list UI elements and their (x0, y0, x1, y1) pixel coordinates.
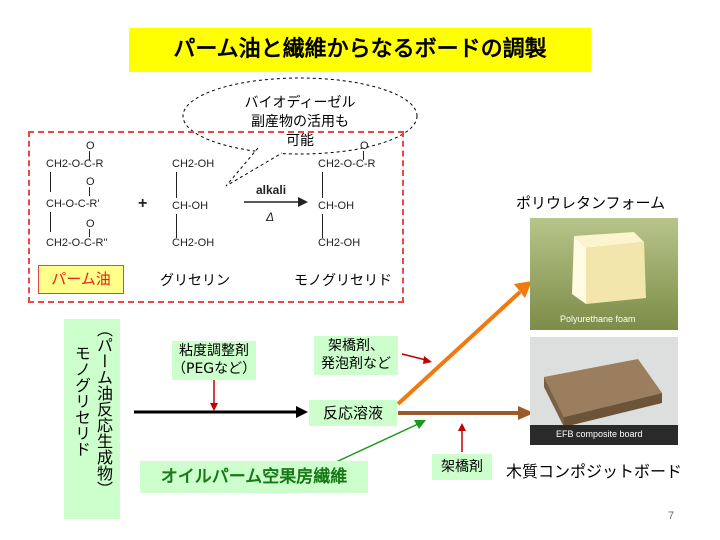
double-bond-1 (89, 151, 90, 160)
palm-oil-label: パーム油 (38, 265, 124, 294)
double-bond-2 (89, 187, 90, 196)
board-photo-label: EFB composite board (556, 429, 643, 439)
gly-bond-2 (176, 214, 177, 238)
main-flow-head (296, 406, 308, 418)
vertical-paren-label: （パーム油反応生成物） (94, 321, 113, 497)
catalyst-label: alkali (256, 183, 287, 197)
bubble-line-3: 可能 (286, 133, 314, 149)
gly-row-1: CH2-OH (172, 158, 215, 170)
board-title: 木質コンポジットボード (506, 462, 683, 481)
monoglyceride-label: モノグリセリド (294, 273, 392, 289)
crosslink-box: 架橋剤 (432, 454, 492, 480)
carbonyl-o-2: O (86, 176, 95, 188)
tri-row-3: CH2-O-C-R" (46, 237, 108, 249)
board-photo: EFB composite board (530, 337, 678, 445)
glycerin-structure: CH2-OH CH-OH CH2-OH (172, 140, 242, 260)
board-flow-head (518, 406, 534, 420)
foam-additive-arrow-head (423, 356, 432, 364)
foam-additive-box: 架橋剤、 発泡剤など (314, 336, 398, 375)
gly-bond-1 (176, 172, 177, 198)
mono-row-2: CH-OH (318, 200, 355, 212)
fiber-arrow-line (335, 423, 419, 463)
glycerin-label: グリセリン (160, 273, 230, 289)
reaction-box (28, 131, 404, 303)
oil-palm-fiber-box: オイルパーム空果房繊維 (140, 461, 368, 493)
reaction-arrow (244, 197, 308, 207)
reaction-liquid-box: 反応溶液 (309, 400, 397, 426)
tri-row-1: CH2-O-C-R (46, 158, 104, 170)
viscosity-arrow-head (210, 403, 218, 411)
mono-row-1: CH2-O-C-R (318, 158, 376, 170)
foam-photo: Polyurethane foam (530, 218, 678, 330)
bubble-text: バイオディーゼル 副産物の活用も 可能 (200, 94, 400, 151)
page-title: パーム油と繊維からなるボードの調製 (129, 28, 591, 72)
bubble-line-1: バイオディーゼル (244, 95, 356, 111)
mono-double-bond (363, 151, 364, 160)
page-number: 7 (668, 510, 675, 522)
carbonyl-o-1: O (86, 140, 95, 152)
foam-additive-line-1: 架橋剤、 (328, 338, 384, 354)
plus-sign: + (138, 195, 148, 212)
board-image (530, 337, 678, 445)
viscosity-line-1: 粘度調整剤 (179, 343, 249, 359)
carbonyl-o-3: O (86, 218, 95, 230)
monoglyceride-structure: O CH2-O-C-R CH-OH CH2-OH (318, 140, 398, 260)
crosslink-arrow-head (458, 423, 466, 431)
foam-block-image (530, 218, 678, 330)
foam-flow-head (514, 281, 532, 298)
vertical-main-label: モノグリセリド (72, 345, 91, 457)
triglyceride-structure: O CH2-O-C-R O CH-O-C-R' O CH2-O-C-R" (44, 140, 144, 260)
gly-row-3: CH2-OH (172, 237, 215, 249)
fiber-arrow-head (414, 420, 426, 429)
viscosity-line-2: （PEGなど） (172, 361, 257, 377)
mono-bond-1 (322, 172, 323, 198)
monoglyceride-source-box: （パーム油反応生成物） モノグリセリド (64, 319, 120, 519)
double-bond-3 (89, 229, 90, 237)
gly-row-2: CH-OH (172, 200, 209, 212)
tri-row-2: CH-O-C-R' (46, 198, 100, 210)
bond-line-1 (50, 172, 51, 192)
speech-bubble (182, 77, 418, 187)
bubble-line-2: 副産物の活用も (251, 114, 349, 130)
mono-carbonyl-o: O (360, 140, 369, 152)
mono-row-3: CH2-OH (318, 237, 361, 249)
foam-additive-arrow-line (401, 353, 427, 361)
bond-line-2 (50, 212, 51, 232)
viscosity-modifier-box: 粘度調整剤 （PEGなど） (172, 341, 256, 380)
foam-title: ポリウレタンフォーム (516, 194, 666, 212)
heat-label: Δ (266, 210, 275, 224)
mono-bond-2 (322, 214, 323, 238)
foam-additive-line-2: 発泡剤など (321, 356, 391, 372)
foam-photo-label: Polyurethane foam (560, 314, 636, 324)
foam-flow-line (396, 290, 522, 406)
